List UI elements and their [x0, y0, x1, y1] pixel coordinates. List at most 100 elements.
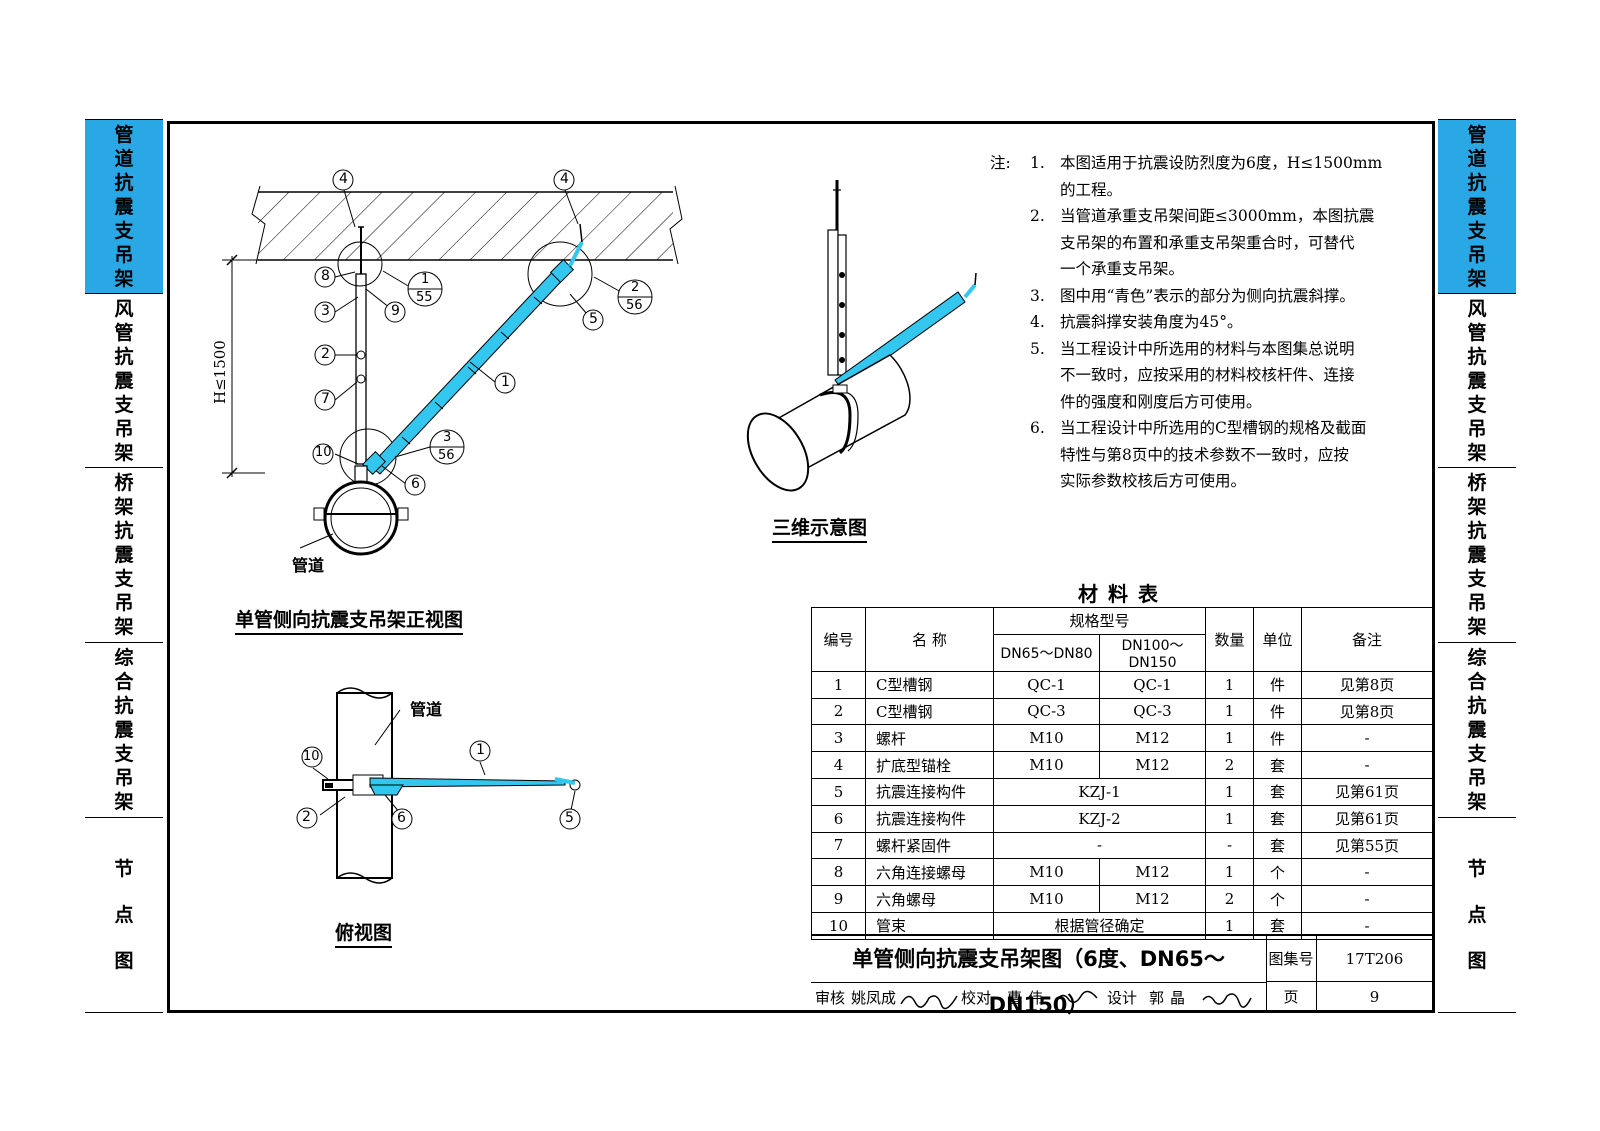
col-name: 名 称 [865, 607, 994, 672]
note-line: 图中用“青色”表示的部分为侧向抗震斜撑。 [1060, 286, 1355, 305]
cell-a: M10 [993, 724, 1100, 753]
cell-no: 5 [811, 777, 866, 806]
top-pipe-label: 管道 [410, 700, 443, 719]
left-tab-4[interactable]: 节点图 [85, 818, 163, 1013]
page-number: 9 [1369, 988, 1380, 1006]
reviewer-signature [900, 995, 958, 1010]
note-number: 1. [1030, 154, 1045, 172]
note-line: 的工程。 [1060, 180, 1123, 199]
right-tab-1[interactable]: 风管抗震支吊架 [1438, 294, 1516, 468]
cell-qty: 1 [1205, 697, 1254, 726]
cell-name: 抗震连接构件 [865, 777, 994, 806]
left-tab-0[interactable]: 管道抗震支吊架 [85, 119, 163, 294]
note-item: 4. 抗震斜撑安装角度为45°。 [990, 309, 1430, 336]
right-tab-0[interactable]: 管道抗震支吊架 [1438, 119, 1516, 294]
cell-no: 7 [811, 831, 866, 860]
cell-name: 螺杆紧固件 [865, 831, 994, 860]
atlas-number: 17T206 [1317, 936, 1432, 982]
right-tab-2[interactable]: 桥架抗震支吊架 [1438, 468, 1516, 643]
reviewer-name: 姚凤成 [851, 989, 897, 1007]
review-label: 审核 [815, 989, 846, 1007]
cell-no: 9 [811, 885, 866, 913]
pipe-section [323, 480, 399, 556]
cell-qty: 1 [1205, 724, 1254, 753]
front-callout: 10 [315, 445, 332, 460]
fraction-num: 2 [631, 280, 640, 295]
cell-name: 六角螺母 [865, 885, 994, 913]
note-line: 支吊架的布置和承重支吊架重合时，可替代 [1060, 233, 1355, 252]
front-callout: 7 [321, 391, 330, 407]
note-item: 5.当工程设计中所选用的材料与本图集总说明不一致时，应按采用的材料校核杆件、连接… [990, 336, 1430, 416]
note-number: 4. [1030, 313, 1045, 331]
cell-unit: 件 [1253, 697, 1302, 726]
cell-no: 3 [811, 724, 866, 753]
cell-qty: 1 [1205, 670, 1254, 699]
fraction-den: 55 [416, 290, 433, 305]
note-line: 抗震斜撑安装角度为45°。 [1060, 313, 1243, 331]
note-item: 3.图中用“青色”表示的部分为侧向抗震斜撑。 [990, 283, 1430, 310]
top-callout: 6 [397, 810, 406, 826]
pipe-label: 管道 [292, 556, 325, 575]
note-line: 当工程设计中所选用的C型槽钢的规格及截面 [1060, 419, 1367, 437]
cell-a: QC-1 [993, 670, 1100, 699]
cell-remark: 见第61页 [1301, 804, 1433, 833]
fraction-den: 56 [438, 448, 455, 463]
top-callout: 5 [565, 810, 574, 826]
front-callout: 8 [321, 268, 330, 284]
iso-view-diagram [746, 180, 977, 492]
checker-name: 曹伟 [1007, 989, 1050, 1007]
cell-remark: 见第61页 [1301, 777, 1433, 806]
cell-a: QC-3 [993, 697, 1100, 726]
note-line: 当管道承重支吊架间距≤3000mm，本图抗震 [1060, 207, 1375, 225]
cell-no: 6 [811, 804, 866, 833]
right-tab-3[interactable]: 综合抗震支吊架 [1438, 643, 1516, 818]
designer-signature [1202, 993, 1252, 1008]
materials-title: 材料表 [1078, 582, 1168, 606]
cell-unit: 套 [1253, 831, 1302, 860]
cell-no: 1 [811, 670, 866, 699]
cell-name: 扩底型锚栓 [865, 751, 994, 779]
front-callout: 3 [321, 303, 330, 319]
left-tab-1[interactable]: 风管抗震支吊架 [85, 294, 163, 468]
cell-a: M10 [993, 885, 1100, 913]
cell-remark: - [1301, 858, 1433, 887]
cell-qty: 1 [1205, 777, 1254, 806]
page-label: 页 [1266, 982, 1317, 1012]
ceiling-slab [258, 192, 673, 260]
fraction-num: 3 [443, 430, 452, 445]
signature-row [811, 982, 1267, 1012]
cell-no: 4 [811, 751, 866, 779]
fraction-den: 56 [626, 298, 643, 313]
cell-unit: 个 [1253, 885, 1302, 913]
cell-merged: KZJ-2 [993, 804, 1206, 833]
col-qty: 数量 [1205, 607, 1254, 672]
iso-view-caption: 三维示意图 [772, 513, 868, 543]
cell-no: 8 [811, 858, 866, 887]
col-spec-b: DN100～DN150 [1099, 633, 1206, 672]
cell-qty: 2 [1205, 751, 1254, 779]
cell-unit: 套 [1253, 751, 1302, 779]
left-tab-3[interactable]: 综合抗震支吊架 [85, 643, 163, 818]
cell-remark: - [1301, 724, 1433, 753]
cell-name: C型槽钢 [865, 670, 994, 699]
col-spec: 规格型号 [993, 607, 1206, 635]
note-line: 件的强度和刚度后方可使用。 [1060, 392, 1262, 411]
cell-a: M10 [993, 858, 1100, 887]
left-tab-2[interactable]: 桥架抗震支吊架 [85, 468, 163, 643]
front-callout: 5 [589, 311, 598, 327]
note-line: 实际参数校核后方可使用。 [1060, 472, 1247, 490]
note-line: 当工程设计中所选用的材料与本图集总说明 [1060, 339, 1355, 358]
cell-name: 螺杆 [865, 724, 994, 753]
cell-name: 抗震连接构件 [865, 804, 994, 833]
cell-qty: 2 [1205, 885, 1254, 913]
designer-name: 郭晶 [1149, 989, 1192, 1007]
col-unit: 单位 [1253, 607, 1302, 672]
right-tab-4[interactable]: 节点图 [1438, 818, 1516, 1013]
cell-b: M12 [1099, 885, 1206, 913]
